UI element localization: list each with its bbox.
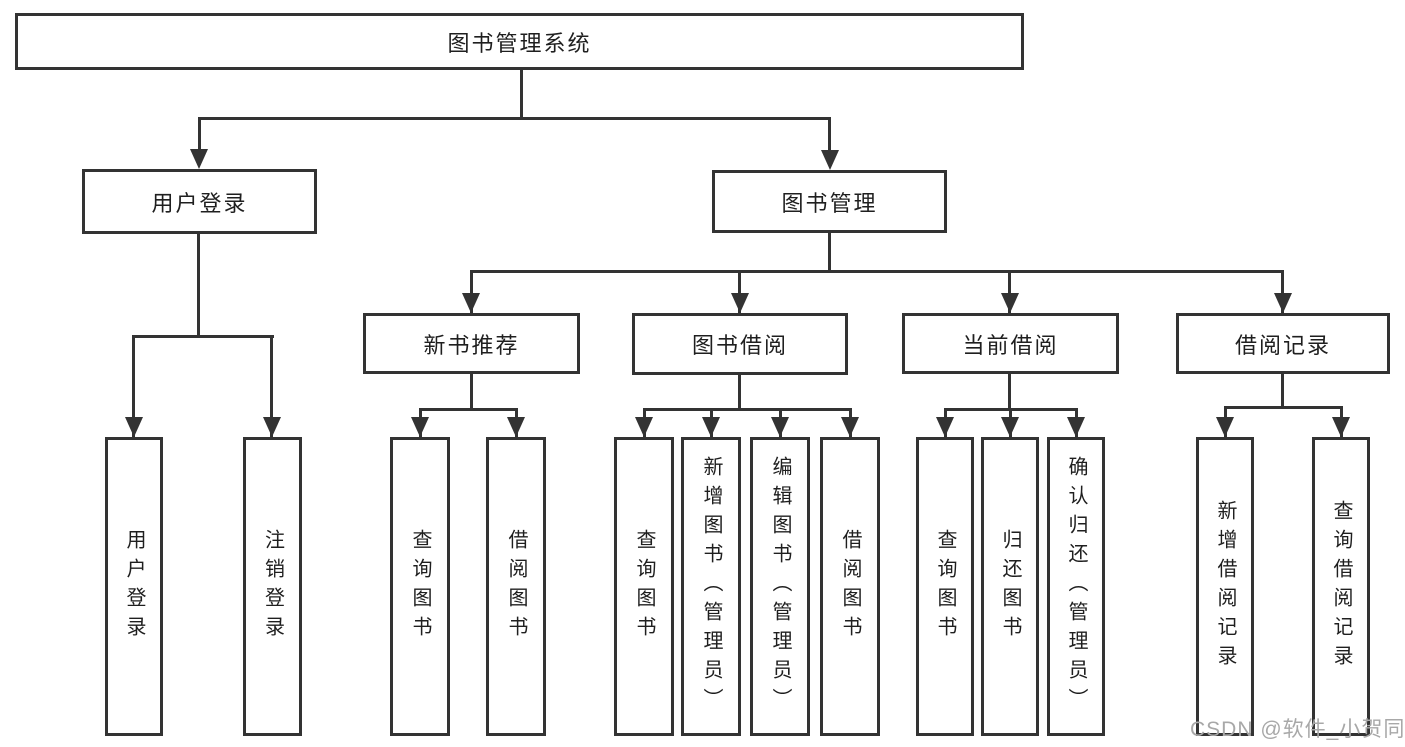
leaf-label: 查询图书 bbox=[934, 528, 956, 645]
leaf-query-book-newbook: 查询图书 bbox=[390, 437, 450, 736]
connector-newbook-hline bbox=[419, 408, 518, 411]
arrow-down-icon bbox=[731, 293, 749, 313]
connector-drop bbox=[1008, 270, 1011, 313]
connector-borrowrecord-hline bbox=[1224, 406, 1342, 409]
arrow-down-icon bbox=[1216, 417, 1234, 437]
leaf-label: 确认归还（管理员） bbox=[1065, 456, 1087, 717]
node-book-management: 图书管理 bbox=[712, 170, 947, 233]
arrow-down-icon bbox=[841, 417, 859, 437]
node-root-label: 图书管理系统 bbox=[447, 30, 592, 56]
arrow-down-icon bbox=[125, 417, 143, 437]
leaf-label: 归还图书 bbox=[999, 528, 1021, 645]
connector-drop bbox=[828, 117, 831, 152]
node-label: 用户登录 bbox=[151, 190, 248, 216]
arrow-down-icon bbox=[1067, 417, 1085, 437]
leaf-user-login: 用户登录 bbox=[105, 437, 163, 736]
leaf-query-book-borrow: 查询图书 bbox=[614, 437, 674, 736]
connector-root-stem bbox=[520, 70, 523, 117]
leaf-label: 用户登录 bbox=[123, 528, 145, 645]
connector-bookmgmt-hline bbox=[470, 270, 1284, 273]
connector-root-hline bbox=[198, 117, 831, 120]
connector-drop bbox=[270, 335, 273, 437]
arrow-down-icon bbox=[1274, 293, 1292, 313]
node-new-book-recommend: 新书推荐 bbox=[363, 313, 580, 374]
node-current-borrow: 当前借阅 bbox=[902, 313, 1119, 374]
leaf-label: 查询图书 bbox=[633, 528, 655, 645]
arrow-down-icon bbox=[1001, 293, 1019, 313]
connector-bookmgmt-stem bbox=[828, 233, 831, 270]
node-book-borrow: 图书借阅 bbox=[632, 313, 848, 375]
leaf-label: 查询借阅记录 bbox=[1330, 499, 1352, 674]
node-root-system: 图书管理系统 bbox=[15, 13, 1024, 70]
connector-drop bbox=[1281, 270, 1284, 313]
leaf-label: 新增图书（管理员） bbox=[700, 456, 722, 717]
connector-borrowrecord-stem bbox=[1281, 374, 1284, 406]
connector-drop bbox=[470, 270, 473, 313]
arrow-down-icon bbox=[507, 417, 525, 437]
leaf-confirm-return-admin: 确认归还（管理员） bbox=[1047, 437, 1105, 736]
connector-newbook-stem bbox=[470, 374, 473, 408]
leaf-query-borrow-record: 查询借阅记录 bbox=[1312, 437, 1370, 736]
arrow-down-icon bbox=[411, 417, 429, 437]
leaf-logout: 注销登录 bbox=[243, 437, 302, 736]
leaf-return-book: 归还图书 bbox=[981, 437, 1039, 736]
arrow-down-icon bbox=[635, 417, 653, 437]
leaf-label: 借阅图书 bbox=[839, 528, 861, 645]
arrow-down-icon bbox=[462, 293, 480, 313]
node-borrow-record: 借阅记录 bbox=[1176, 313, 1390, 374]
leaf-label: 新增借阅记录 bbox=[1214, 499, 1236, 674]
leaf-query-book-current: 查询图书 bbox=[916, 437, 974, 736]
arrow-down-icon bbox=[1332, 417, 1350, 437]
connector-currentborrow-stem bbox=[1008, 374, 1011, 408]
arrow-down-icon bbox=[936, 417, 954, 437]
connector-bookborrow-hline bbox=[643, 408, 851, 411]
node-label: 图书借阅 bbox=[691, 333, 788, 358]
connector-drop bbox=[738, 270, 741, 313]
arrow-down-icon bbox=[771, 417, 789, 437]
leaf-label: 注销登录 bbox=[261, 528, 284, 645]
leaf-add-book-admin: 新增图书（管理员） bbox=[681, 437, 741, 736]
connector-userlogin-hline bbox=[133, 335, 274, 338]
arrow-down-icon bbox=[190, 149, 208, 169]
node-label: 当前借阅 bbox=[962, 332, 1059, 358]
leaf-label: 借阅图书 bbox=[505, 528, 527, 645]
connector-drop bbox=[198, 117, 201, 151]
leaf-edit-book-admin: 编辑图书（管理员） bbox=[750, 437, 810, 736]
leaf-borrow-book-borrow: 借阅图书 bbox=[820, 437, 880, 736]
node-label: 借阅记录 bbox=[1234, 332, 1331, 358]
watermark: CSDN @软件_小贺同学 bbox=[1190, 718, 1405, 741]
arrow-down-icon bbox=[821, 150, 839, 170]
node-user-login: 用户登录 bbox=[82, 169, 317, 234]
node-label: 图书管理 bbox=[781, 190, 878, 216]
arrow-down-icon bbox=[263, 417, 281, 437]
arrow-down-icon bbox=[1001, 417, 1019, 437]
leaf-add-borrow-record: 新增借阅记录 bbox=[1196, 437, 1254, 736]
node-label: 新书推荐 bbox=[423, 332, 520, 358]
connector-userlogin-stem bbox=[197, 234, 200, 335]
leaf-label: 编辑图书（管理员） bbox=[769, 456, 791, 717]
connector-drop bbox=[132, 335, 135, 437]
connector-bookborrow-stem bbox=[738, 375, 741, 408]
leaf-label: 查询图书 bbox=[409, 528, 431, 645]
leaf-borrow-book-newbook: 借阅图书 bbox=[486, 437, 546, 736]
arrow-down-icon bbox=[702, 417, 720, 437]
